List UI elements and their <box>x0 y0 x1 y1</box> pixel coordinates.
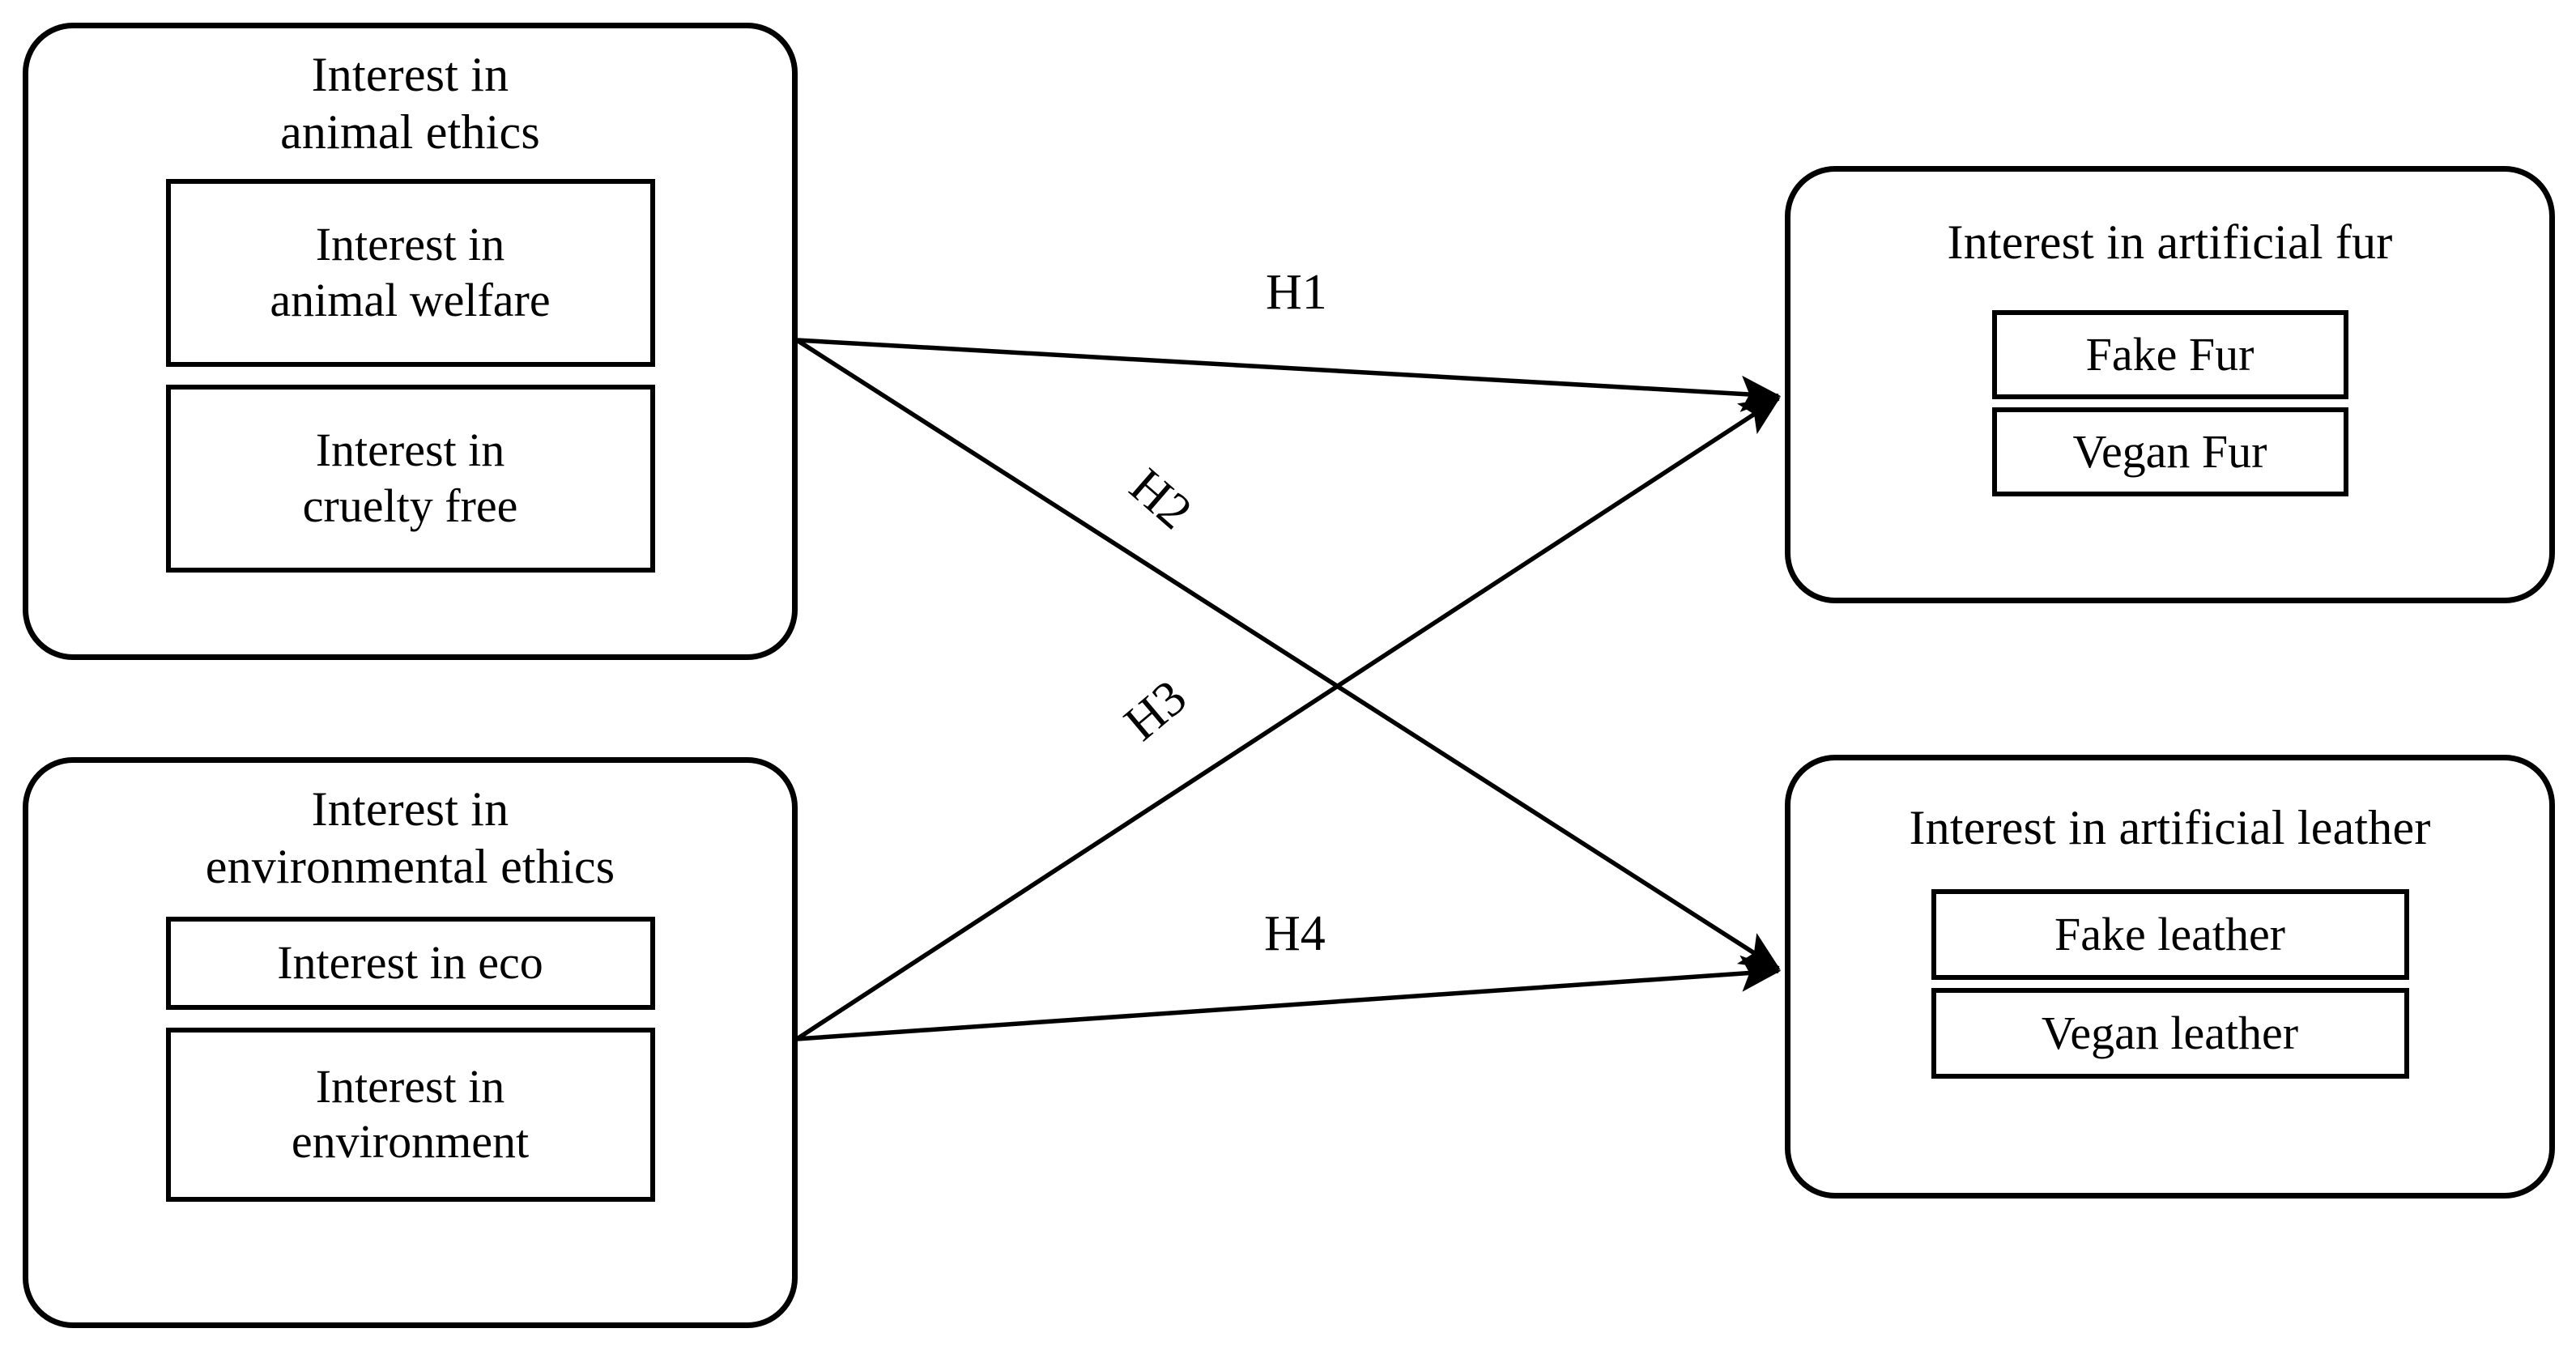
indicator-list-animal-ethics: Interest in animal welfare Interest in c… <box>28 178 792 573</box>
construct-title-animal-ethics: Interest in animal ethics <box>280 48 540 159</box>
indicator-animal-welfare[interactable]: Interest in animal welfare <box>165 178 655 367</box>
indicator-vegan-fur[interactable]: Vegan Fur <box>1991 407 2348 496</box>
construct-artificial-leather[interactable]: Interest in artificial leather Fake leat… <box>1785 755 2555 1199</box>
construct-title-artificial-fur: Interest in artificial fur <box>1947 215 2393 269</box>
path-arrow-h2 <box>795 338 1781 971</box>
indicator-list-artificial-leather: Fake leather Vegan leather <box>1790 888 2549 1079</box>
indicator-cruelty-free[interactable]: Interest in cruelty free <box>165 384 655 573</box>
hypothesis-label-h3: H3 <box>1114 669 1197 752</box>
hypothesis-label-h4: H4 <box>1264 906 1326 961</box>
indicator-list-environmental-ethics: Interest in eco Interest in environment <box>28 916 792 1202</box>
indicator-environment[interactable]: Interest in environment <box>165 1027 655 1202</box>
hypothesis-label-h2: H2 <box>1119 458 1203 540</box>
path-arrow-h1 <box>796 338 1782 412</box>
path-arrow-h4 <box>796 955 1782 1041</box>
indicator-fake-fur[interactable]: Fake Fur <box>1991 309 2348 399</box>
hypothesis-label-h1: H1 <box>1266 265 1327 320</box>
indicator-list-artificial-fur: Fake Fur Vegan Fur <box>1790 309 2549 496</box>
construct-title-artificial-leather: Interest in artificial leather <box>1909 801 2431 854</box>
construct-artificial-fur[interactable]: Interest in artificial fur Fake Fur Vega… <box>1785 166 2555 603</box>
construct-environmental-ethics[interactable]: Interest in environmental ethics Interes… <box>23 757 798 1328</box>
indicator-eco[interactable]: Interest in eco <box>165 916 655 1010</box>
construct-title-environmental-ethics: Interest in environmental ethics <box>205 782 615 893</box>
construct-animal-ethics[interactable]: Interest in animal ethics Interest in an… <box>23 23 798 660</box>
indicator-vegan-leather[interactable]: Vegan leather <box>1931 987 2409 1079</box>
indicator-fake-leather[interactable]: Fake leather <box>1931 888 2409 980</box>
